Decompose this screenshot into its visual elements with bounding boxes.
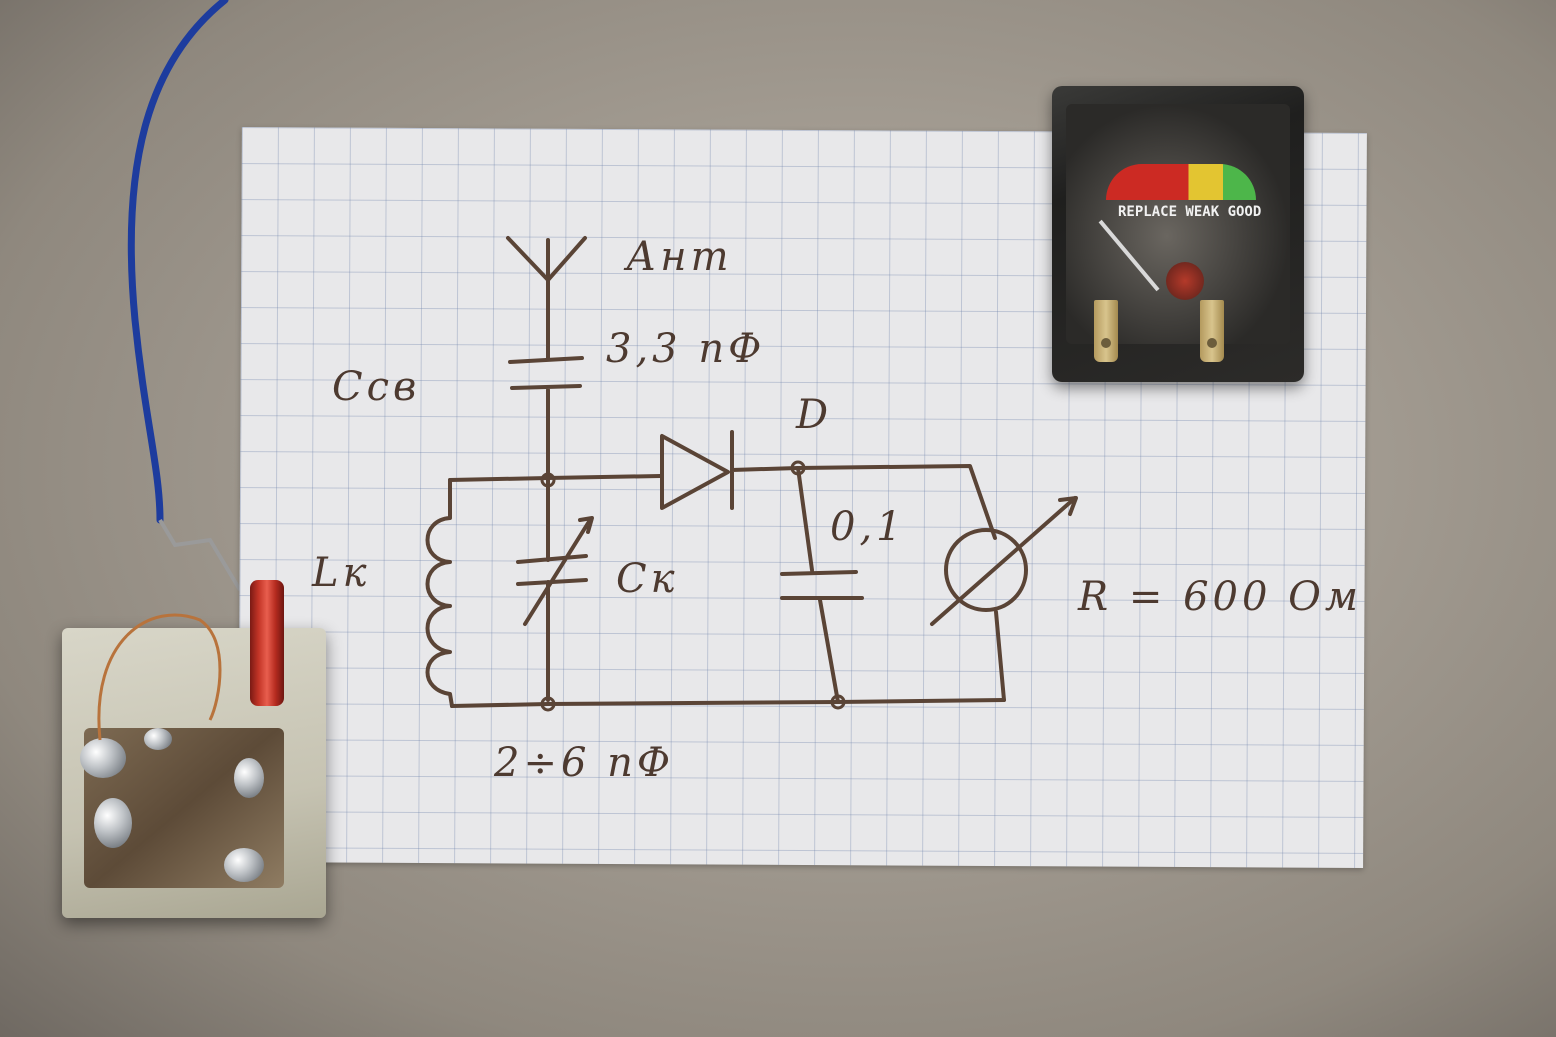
variable-capacitor-name: Ск — [616, 556, 679, 602]
meter-top-wire — [796, 464, 997, 540]
meter-resistance-label: R = 600 Ом — [1078, 574, 1363, 620]
coupling-capacitor-value: 3,3 пФ — [606, 326, 766, 372]
analog-meter: REPLACE WEAK GOOD — [1052, 86, 1304, 382]
pcb — [80, 728, 284, 888]
meter-scale-arc — [1106, 164, 1256, 200]
meter-pivot — [1166, 262, 1204, 300]
meter-terminal-left — [1094, 300, 1118, 362]
trimmer-capacitor — [144, 728, 172, 750]
variable-capacitor-symbol — [516, 476, 594, 702]
diode-symbol — [660, 430, 800, 510]
inductor-name: Lк — [312, 550, 371, 596]
variable-capacitor-range: 2÷6 пФ — [494, 740, 675, 786]
coil-form — [250, 580, 284, 706]
solder-joint — [234, 758, 264, 798]
filter-capacitor-value: 0,1 — [830, 504, 906, 550]
antenna-label: Ант — [626, 234, 733, 280]
solder-joint — [94, 798, 132, 848]
coupling-capacitor-symbol — [508, 356, 584, 480]
coupling-capacitor-name: Ссв — [332, 364, 421, 410]
solder-joint — [224, 848, 264, 882]
circuit-board — [62, 628, 326, 918]
meter-symbol — [944, 528, 1028, 612]
antenna-symbol — [506, 236, 587, 360]
meter-terminal-right — [1200, 300, 1224, 362]
diode-name: D — [796, 392, 833, 438]
inductor-symbol — [425, 478, 454, 708]
solder-joint — [80, 738, 126, 778]
meter-scale-text: REPLACE WEAK GOOD — [1118, 204, 1262, 220]
filter-capacitor-symbol — [780, 466, 864, 704]
bottom-wire — [450, 698, 1006, 708]
